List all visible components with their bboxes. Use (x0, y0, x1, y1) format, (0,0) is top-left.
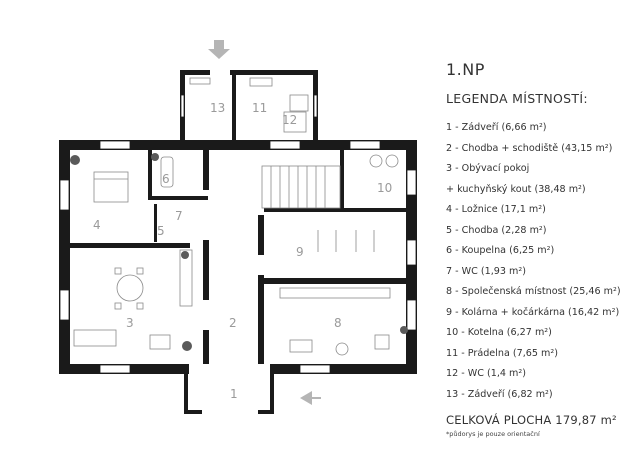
room-label-8: 8 (334, 316, 342, 330)
room-label-2: 2 (229, 316, 237, 330)
legend-item: 10 - Kotelna (6,27 m²) (446, 327, 552, 338)
legend-item: 1 - Zádveří (6,66 m²) (446, 122, 547, 133)
room-label-1: 1 (230, 387, 238, 401)
walls (59, 70, 417, 414)
legend-list: 1 - Zádveří (6,66 m²) 2 - Chodba + schod… (446, 118, 626, 405)
windows (59, 94, 417, 374)
legend-item: 12 - WC (1,4 m²) (446, 368, 526, 379)
room-label-5: 5 (157, 224, 165, 238)
legend-item: 2 - Chodba + schodiště (43,15 m²) (446, 142, 613, 154)
legend-item: 11 - Prádelna (7,65 m²) (446, 347, 558, 359)
room-label-6: 6 (162, 172, 170, 186)
room-label-9: 9 (296, 245, 304, 259)
room-label-12: 12 (282, 113, 297, 127)
legend-item: 13 - Zádveří (6,82 m²) (446, 388, 553, 400)
legend-item: 9 - Kolárna + kočárkárna (16,42 m²) (446, 306, 620, 318)
floor-plan: 1 2 3 4 5 6 7 8 9 10 11 12 13 (59, 40, 417, 414)
room-label-4: 4 (93, 218, 101, 232)
legend-item: 6 - Koupelna (6,25 m²) (446, 245, 555, 256)
legend-item: 3 - Obývací pokoj (446, 163, 530, 174)
room-legend: 1.NP LEGENDA MÍSTNOSTÍ: 1 - Zádveří (6,6… (446, 60, 626, 438)
floor-title: 1.NP (446, 60, 485, 79)
legend-item: 4 - Ložnice (17,1 m²) (446, 204, 546, 215)
legend-item: 7 - WC (1,93 m²) (446, 265, 526, 277)
stairs (261, 165, 341, 209)
total-area: CELKOVÁ PLOCHA 179,87 m² (446, 413, 617, 427)
legend-item: 5 - Chodba (2,28 m²) (446, 224, 547, 236)
room-label-13: 13 (210, 101, 225, 115)
room-label-7: 7 (175, 209, 183, 223)
legend-item: 8 - Společenská místnost (25,46 m²) (446, 286, 621, 297)
room-label-11: 11 (252, 101, 267, 115)
room-label-10: 10 (377, 181, 392, 195)
legend-heading: LEGENDA MÍSTNOSTÍ: (446, 91, 588, 106)
legend-item: + kuchyňský kout (38,48 m²) (446, 183, 586, 195)
entrance-arrow-top (208, 40, 230, 59)
entrance-arrow-right (300, 391, 321, 405)
plants (70, 153, 408, 351)
room-label-3: 3 (126, 316, 134, 330)
furniture (73, 77, 399, 356)
orientation-note: *půdorys je pouze orientační (446, 430, 540, 438)
